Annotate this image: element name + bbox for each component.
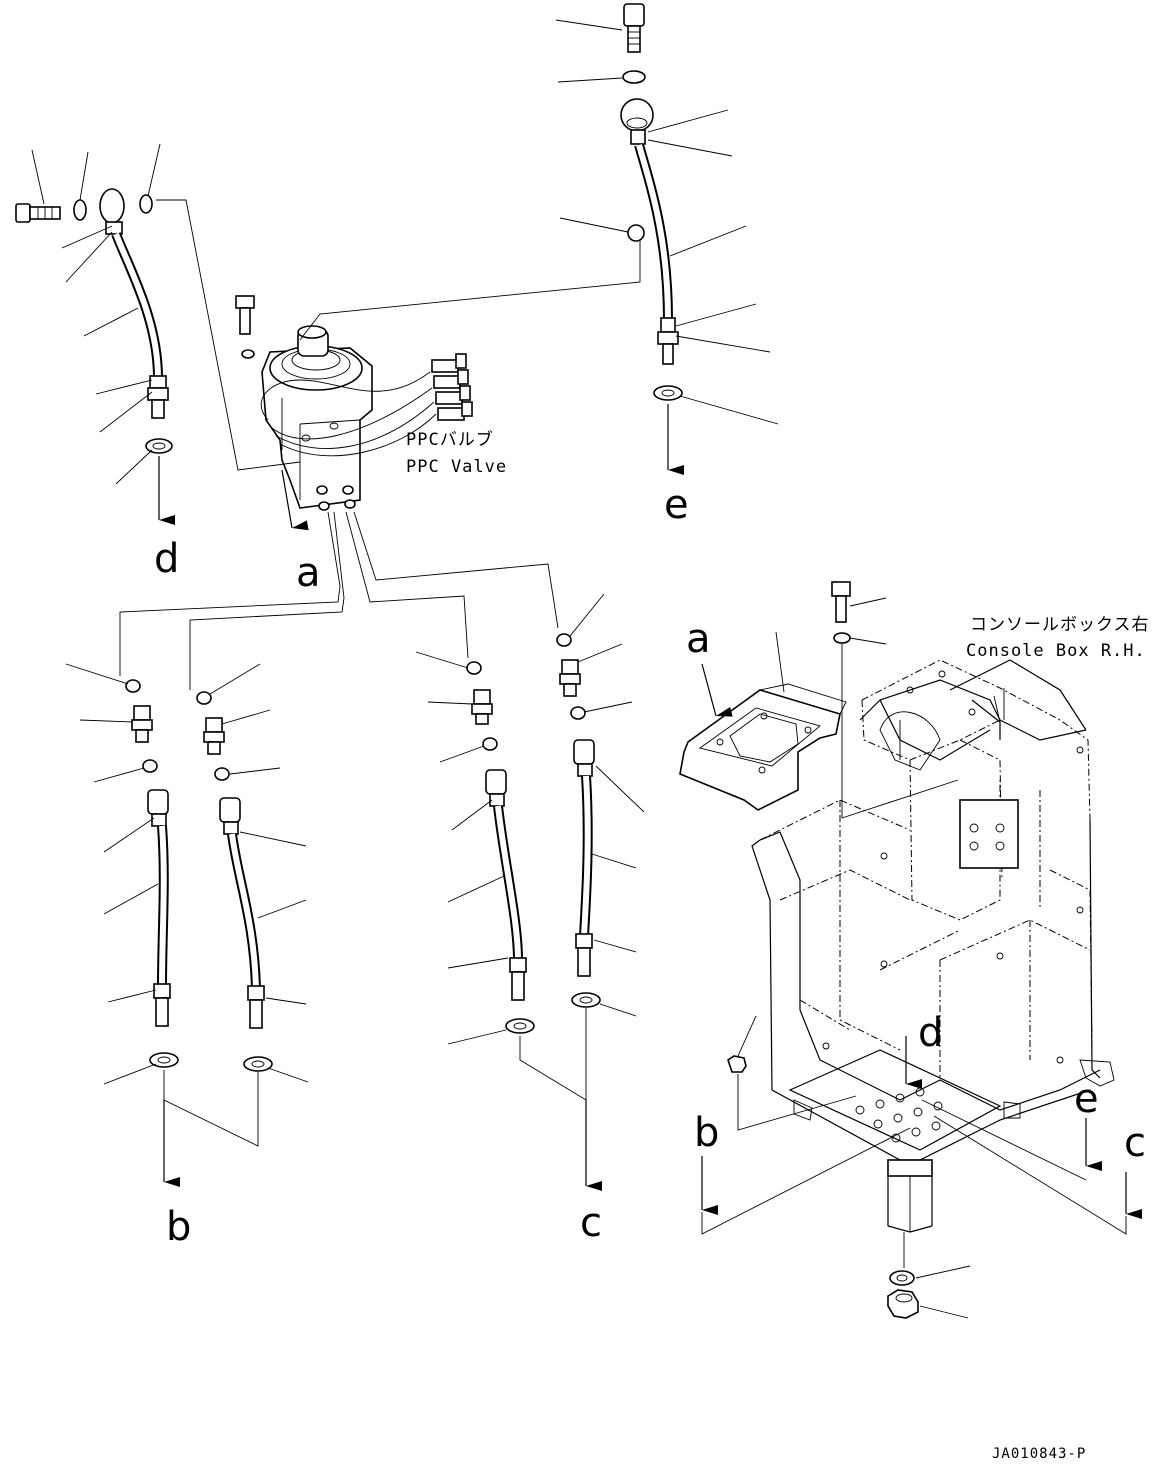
letter-e-frame: e <box>1074 1076 1099 1122</box>
letter-c-frame: c <box>1124 1120 1146 1166</box>
console-box-label-jp: コンソールボックス右 <box>970 615 1150 635</box>
letter-b-bottom: b <box>166 1204 191 1250</box>
letter-a-valve: a <box>296 550 321 596</box>
ppc-valve-label-jp: PPCバルブ <box>406 429 494 450</box>
banjo-bolt-left <box>15 203 61 223</box>
console-box-frame: コンソールボックス右 Console Box R.H. <box>694 581 1150 1319</box>
hose-assembly-c1 <box>415 651 535 1045</box>
ppc-valve-label-en: PPC Valve <box>406 457 507 477</box>
hose-assembly-b1 <box>65 663 179 1085</box>
letter-e-top: e <box>664 482 689 528</box>
letter-b-frame: b <box>694 1110 719 1156</box>
washer-top <box>622 70 646 84</box>
hose-assembly-c2 <box>556 593 645 1017</box>
hose-assembly-b2 <box>196 663 309 1083</box>
banjo-fitting-top <box>620 98 654 145</box>
drawing-code: JA010843-P <box>992 1446 1086 1462</box>
banjo-fitting-left <box>99 188 125 235</box>
console-box-label-en: Console Box R.H. <box>966 641 1146 661</box>
ppc-valve: PPCバルブ PPC Valve a <box>235 295 507 596</box>
banjo-bolt-top <box>623 3 645 53</box>
bracket-plate: a <box>679 616 847 811</box>
letter-d-frame: d <box>918 1010 943 1056</box>
letter-d-top: d <box>154 536 179 582</box>
letter-c-bottom: c <box>580 1200 602 1246</box>
hose-assembly-d: d <box>15 143 179 582</box>
letter-a-bracket: a <box>686 616 711 662</box>
o-ring-e <box>627 224 645 242</box>
hose-assembly-e: e <box>555 3 779 528</box>
